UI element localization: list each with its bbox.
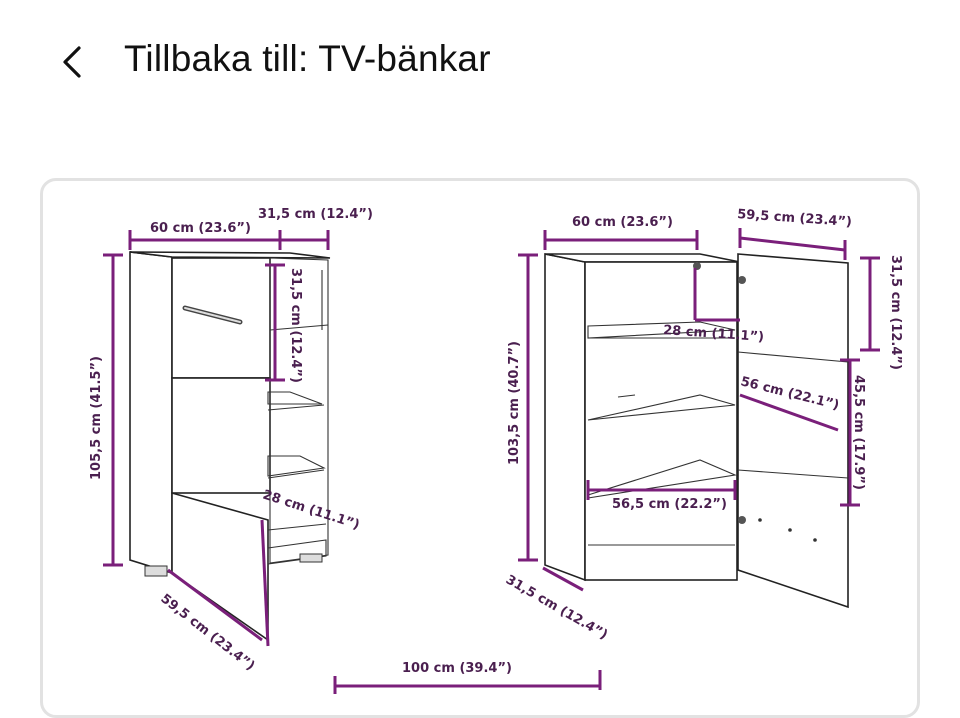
right-depth-label: 31,5 cm (12.4”) bbox=[503, 572, 610, 642]
right-width-label: 60 cm (23.6”) bbox=[572, 215, 673, 230]
right-door-section-mid-label: 45,5 cm (17.9”) bbox=[851, 375, 866, 490]
left-height-label: 105,5 cm (41.5”) bbox=[89, 356, 104, 480]
back-link-title[interactable]: Tillbaka till: TV-bänkar bbox=[124, 38, 491, 79]
left-width-label: 60 cm (23.6”) bbox=[150, 221, 251, 236]
back-button[interactable] bbox=[55, 40, 95, 84]
product-image-card[interactable]: 60 cm (23.6”) 31,5 cm (12.4”) 105,5 cm (… bbox=[40, 178, 920, 718]
chevron-left-icon bbox=[63, 46, 81, 78]
left-depth-label: 31,5 cm (12.4”) bbox=[258, 207, 373, 222]
right-cabinet-drawing bbox=[518, 228, 880, 609]
dimension-drawing: 60 cm (23.6”) 31,5 cm (12.4”) 105,5 cm (… bbox=[89, 207, 903, 694]
right-door-section-top-label: 31,5 cm (12.4”) bbox=[888, 255, 903, 370]
right-inner-width-bottom-label: 56,5 cm (22.2”) bbox=[612, 497, 727, 512]
top-bar: Tillbaka till: TV-bänkar bbox=[0, 0, 960, 120]
bottom-width-label: 100 cm (39.4”) bbox=[402, 661, 512, 676]
right-shelf-depth-label: 28 cm (11.1”) bbox=[663, 323, 765, 345]
left-shelf-depth-label: 28 cm (11.1”) bbox=[261, 488, 362, 533]
right-door-width-label: 59,5 cm (23.4”) bbox=[737, 207, 853, 230]
right-height-label: 103,5 cm (40.7”) bbox=[507, 341, 522, 465]
left-compartment-label: 31,5 cm (12.4”) bbox=[288, 268, 303, 383]
left-cabinet-drawing bbox=[103, 230, 331, 647]
